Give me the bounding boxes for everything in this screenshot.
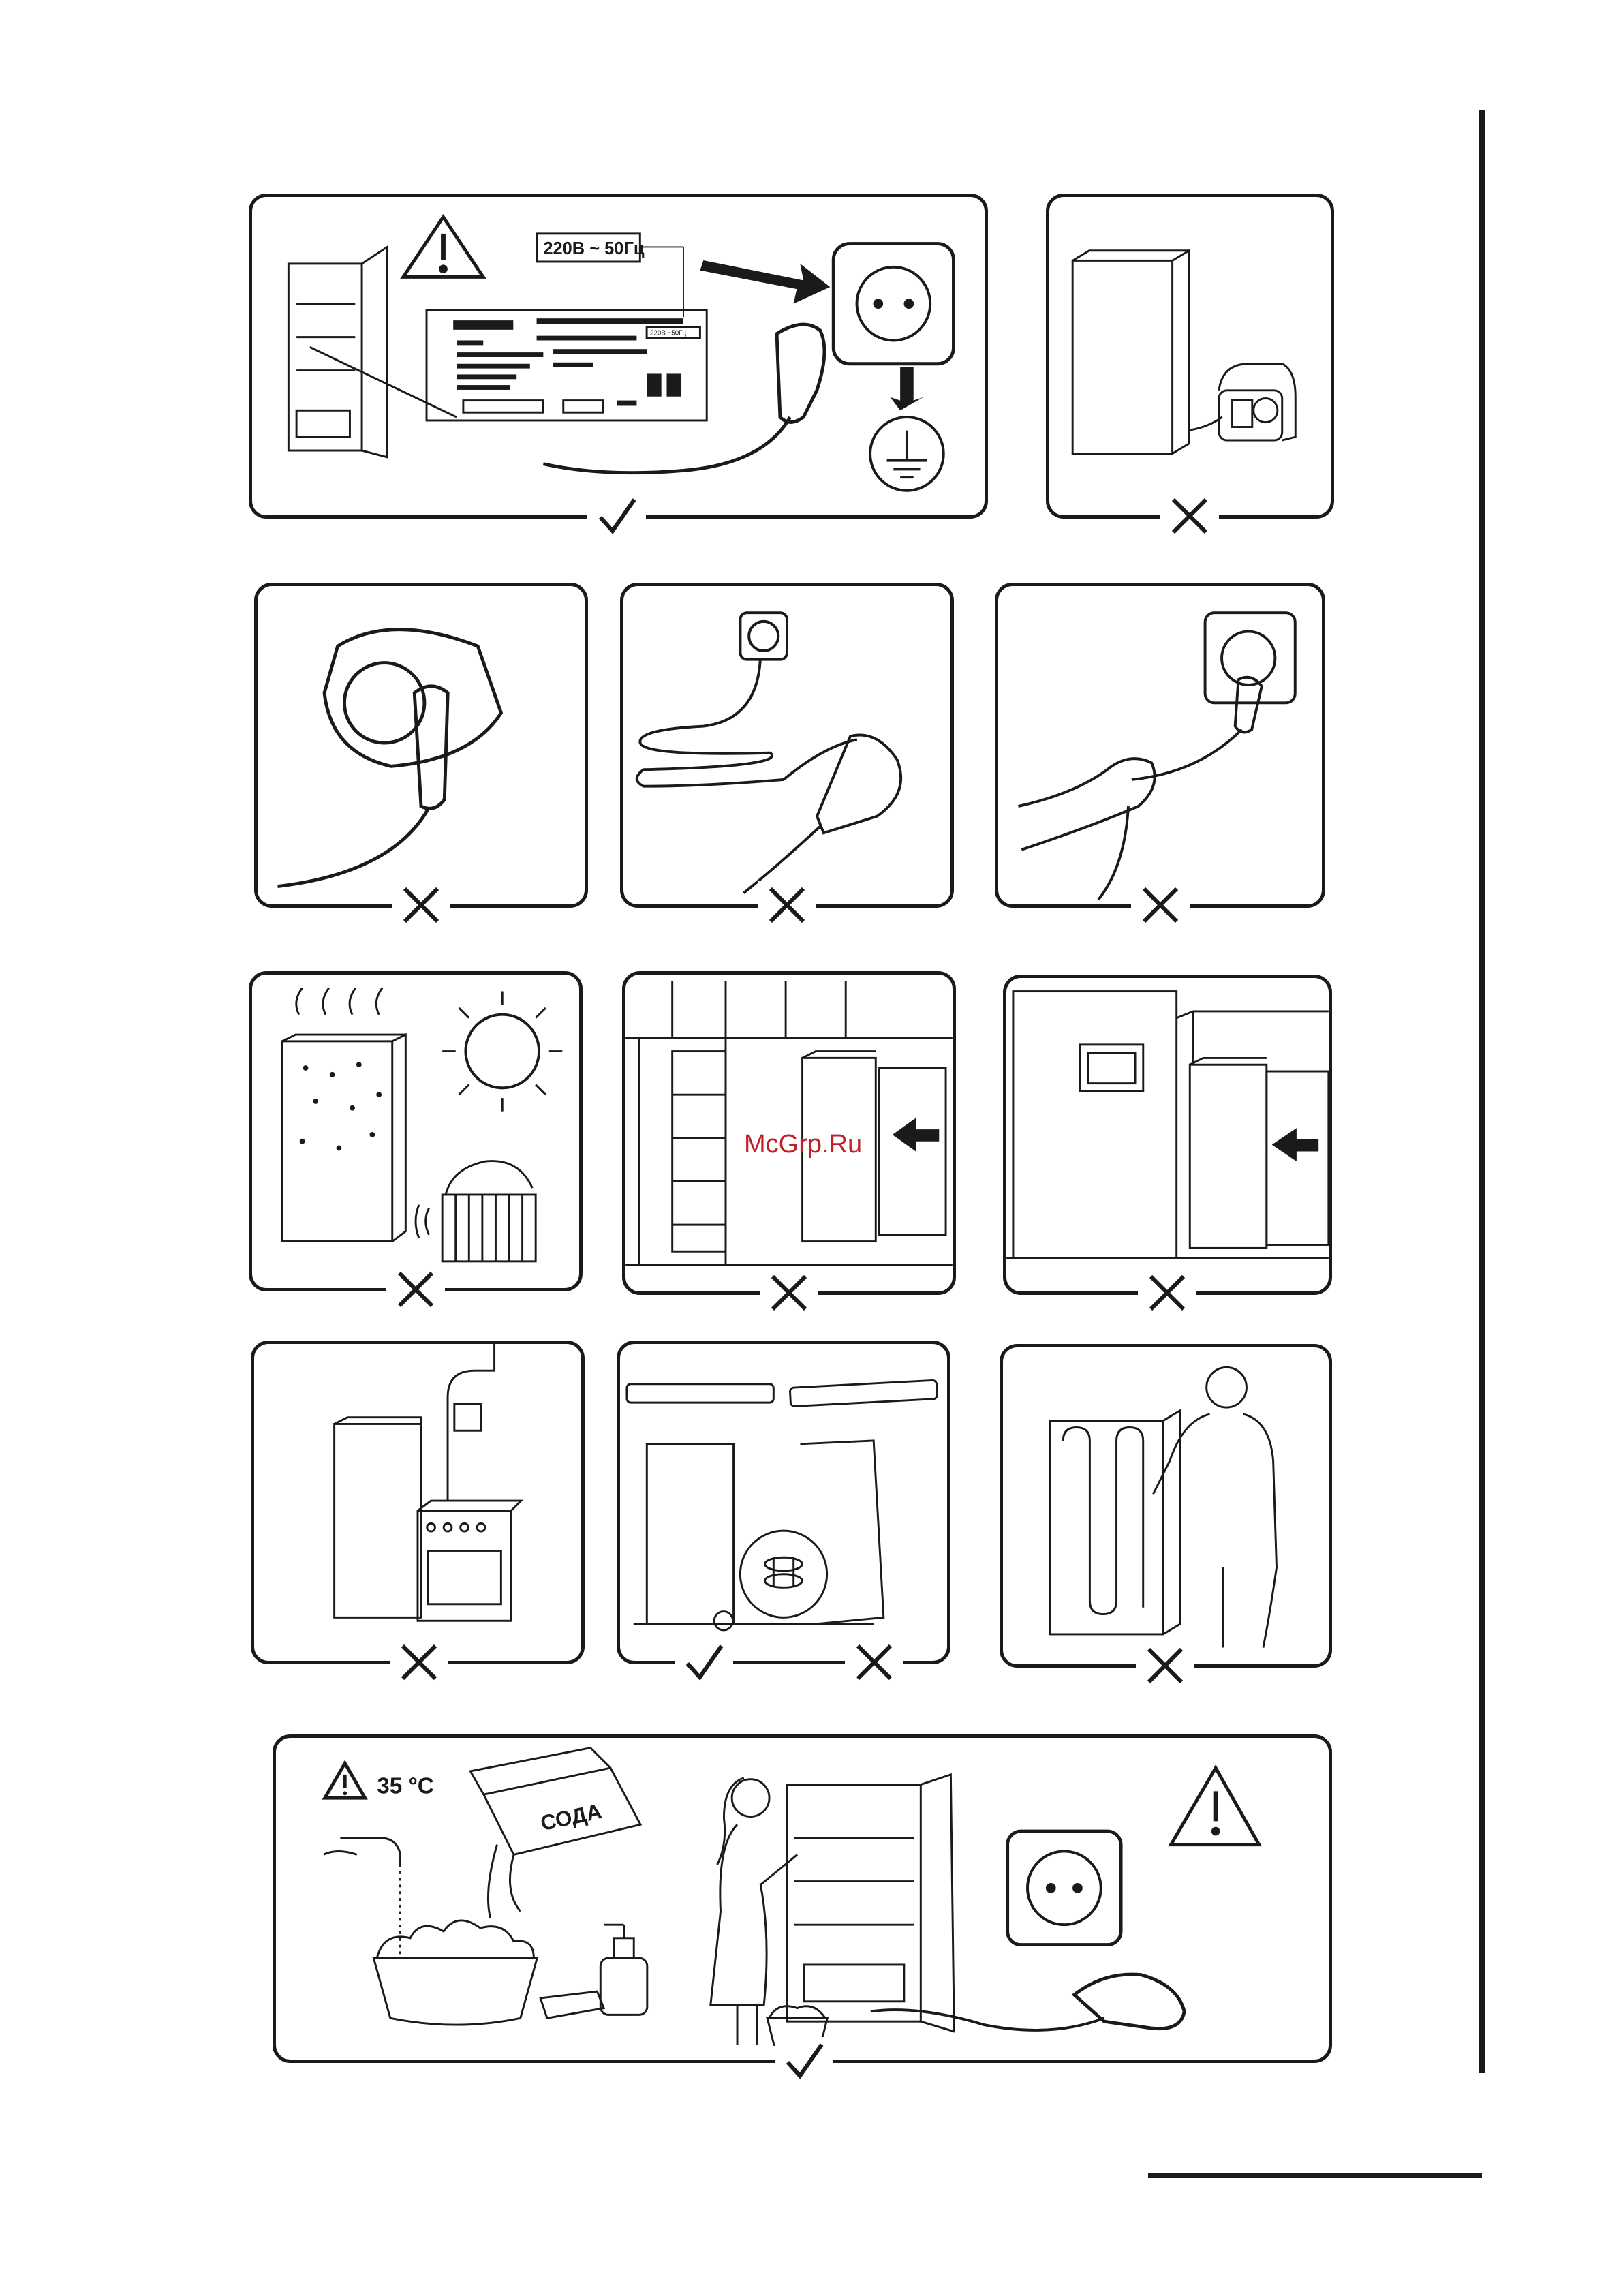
check-mark xyxy=(675,1638,733,1686)
panel-cleaning: 35 °C СОДА xyxy=(273,1734,1332,2063)
panel-generator xyxy=(1046,194,1334,519)
heat-sources-illustration xyxy=(252,975,579,1288)
panel-touching-condenser xyxy=(1000,1344,1332,1668)
panel-wall-gap xyxy=(1003,975,1332,1295)
footer-line xyxy=(1148,2173,1482,2178)
soda-box-label: СОДА xyxy=(538,1799,604,1835)
cross-mark xyxy=(1131,881,1190,929)
cross-mark xyxy=(1136,1642,1194,1689)
voltage-label: 220В ~ 50Гц xyxy=(543,239,645,258)
cross-mark xyxy=(390,1638,448,1686)
check-mark xyxy=(775,2037,833,2085)
cross-mark xyxy=(758,881,816,929)
panel-pulling-cord xyxy=(995,583,1325,908)
touching-condenser-illustration xyxy=(1003,1347,1329,1664)
grounded-socket-illustration: 220В ~ 50Гц 220В ~50Гц xyxy=(252,197,985,515)
loose-socket-illustration xyxy=(258,586,585,904)
panel-damaged-socket xyxy=(254,583,588,908)
check-mark xyxy=(587,492,646,540)
page-edge-line xyxy=(1479,110,1485,2073)
cross-mark xyxy=(845,1638,903,1686)
wall-gap-illustration xyxy=(1006,978,1329,1291)
panel-heat-sources xyxy=(249,971,583,1291)
panel-grounded-socket: 220В ~ 50Гц 220В ~50Гц xyxy=(249,194,988,519)
near-stove-illustration xyxy=(254,1344,581,1661)
cross-mark xyxy=(1138,1269,1196,1317)
cross-mark xyxy=(386,1266,445,1313)
watermark-text: McGrp.Ru xyxy=(744,1130,862,1159)
cleaning-illustration: 35 °C СОДА xyxy=(276,1738,1329,2060)
generator-illustration xyxy=(1049,197,1331,515)
temperature-label: 35 °C xyxy=(377,1773,434,1798)
cross-mark xyxy=(760,1269,818,1317)
panel-near-stove xyxy=(251,1341,585,1664)
cross-mark xyxy=(392,881,450,929)
level-feet-illustration xyxy=(620,1344,947,1661)
panel-coiled-cord xyxy=(620,583,954,908)
plate-small-label: 220В ~50Гц xyxy=(650,330,686,337)
pulling-cord-illustration xyxy=(998,586,1322,904)
panel-level-feet xyxy=(617,1341,950,1664)
coiled-cord-illustration xyxy=(623,586,950,904)
cross-mark xyxy=(1160,492,1219,540)
